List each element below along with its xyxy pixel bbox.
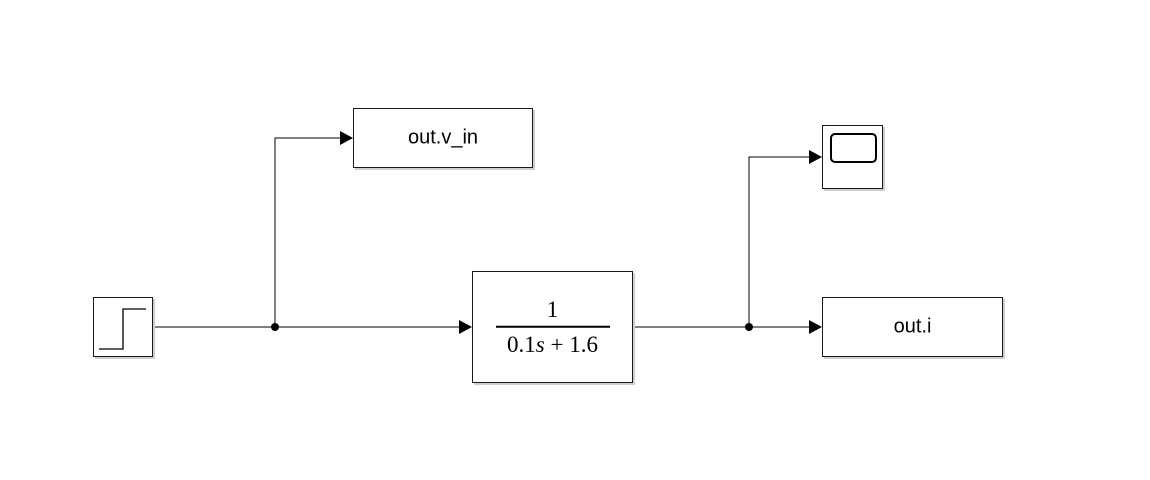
arrowhead-vin-input [340,131,353,145]
tf-den-rest: + 1.6 [544,331,598,357]
vin-block-label: out.v_in [407,126,479,149]
arrowhead-outi-input [809,320,822,334]
step-function-icon [99,308,146,350]
step-block[interactable] [93,297,153,357]
tf-numerator: 1 [546,296,559,322]
branch-point-tf-output [745,323,753,331]
tf-den-variable: s [535,331,545,357]
transfer-function-expression: 1 0.1s + 1.6 [473,296,632,359]
arrowhead-tf-input [459,320,472,334]
signal-line-branch-to-vin[interactable] [274,137,341,327]
to-workspace-i-block[interactable]: out.i [822,297,1003,357]
scope-screen-icon [830,133,877,163]
transfer-function-block[interactable]: 1 0.1s + 1.6 [472,271,633,383]
branch-point-step [271,323,279,331]
signal-line-branch-to-scope[interactable] [748,156,810,327]
to-workspace-vin-block[interactable]: out.v_in [353,108,533,168]
scope-block[interactable] [822,125,883,189]
tf-den-coef: 0.1 [507,331,536,357]
tf-denominator: 0.1s + 1.6 [473,330,632,358]
tf-fraction-bar [495,325,610,328]
outi-block-label: out.i [893,315,932,338]
arrowhead-scope-input [809,150,822,164]
